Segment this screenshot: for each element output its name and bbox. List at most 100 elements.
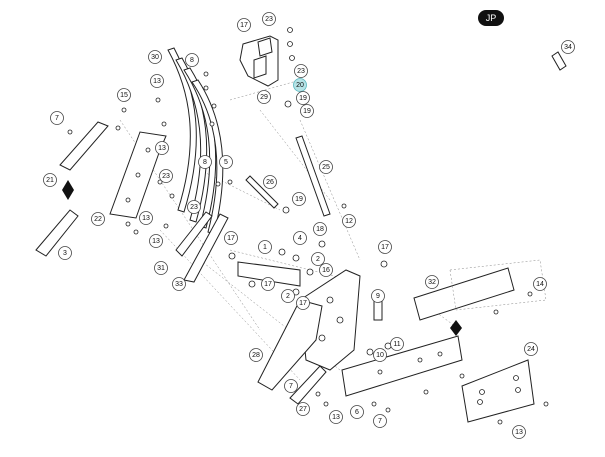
callout-circle <box>378 240 392 254</box>
callout-13[interactable]: 13 <box>149 234 163 248</box>
callout-13[interactable]: 13 <box>150 74 164 88</box>
callout-20[interactable]: 20 <box>293 78 307 92</box>
callout-34[interactable]: 34 <box>561 40 575 54</box>
callout-2[interactable]: 2 <box>311 252 325 266</box>
callout-31[interactable]: 31 <box>154 261 168 275</box>
callout-17[interactable]: 17 <box>378 240 392 254</box>
point-7 <box>59 121 109 171</box>
callout-12[interactable]: 12 <box>342 214 356 228</box>
callout-circle <box>373 348 387 362</box>
callout-25[interactable]: 25 <box>319 160 333 174</box>
callout-29[interactable]: 29 <box>257 90 271 104</box>
callout-label: 16 <box>322 267 330 274</box>
callout-label: 14 <box>536 281 544 288</box>
callout-22[interactable]: 22 <box>91 212 105 226</box>
callout-circle <box>185 53 199 67</box>
rod-25 <box>295 135 331 217</box>
callout-label: 26 <box>266 179 274 186</box>
callout-14[interactable]: 14 <box>533 277 547 291</box>
callout-13[interactable]: 13 <box>155 141 169 155</box>
callout-circle <box>512 425 526 439</box>
callout-label: 28 <box>252 352 260 359</box>
callout-7[interactable]: 7 <box>373 414 387 428</box>
callout-18[interactable]: 18 <box>313 222 327 236</box>
callout-7[interactable]: 7 <box>50 111 64 125</box>
callout-label: 23 <box>190 204 198 211</box>
callout-circle <box>43 173 57 187</box>
callout-24[interactable]: 24 <box>524 342 538 356</box>
callout-label: 13 <box>158 145 166 152</box>
callout-label: 9 <box>376 293 380 300</box>
callout-11[interactable]: 11 <box>390 337 404 351</box>
callout-label: 5 <box>224 159 228 166</box>
callout-9[interactable]: 9 <box>371 289 385 303</box>
callout-17[interactable]: 17 <box>261 277 275 291</box>
callout-23[interactable]: 23 <box>262 12 276 26</box>
region-badge[interactable]: JP <box>478 10 504 26</box>
callout-4[interactable]: 4 <box>293 231 307 245</box>
callout-8[interactable]: 8 <box>198 155 212 169</box>
top-bracket <box>239 35 279 87</box>
point-3 <box>35 209 79 257</box>
callout-23[interactable]: 23 <box>159 169 173 183</box>
callout-circle <box>155 141 169 155</box>
callout-circle <box>533 277 547 291</box>
callout-32[interactable]: 32 <box>425 275 439 289</box>
callout-7[interactable]: 7 <box>284 379 298 393</box>
callout-circle <box>311 252 325 266</box>
callout-label: 34 <box>564 44 572 51</box>
callout-8[interactable]: 8 <box>185 53 199 67</box>
callout-6[interactable]: 6 <box>350 405 364 419</box>
callout-label: 12 <box>345 218 353 225</box>
callout-5[interactable]: 5 <box>219 155 233 169</box>
long-plate-6 <box>341 335 463 397</box>
callout-13[interactable]: 13 <box>512 425 526 439</box>
callout-2[interactable]: 2 <box>281 289 295 303</box>
callout-circle <box>300 104 314 118</box>
callout-circle <box>313 222 327 236</box>
callout-19[interactable]: 19 <box>292 192 306 206</box>
callout-circle <box>293 78 307 92</box>
callout-circle <box>154 261 168 275</box>
callout-26[interactable]: 26 <box>263 175 277 189</box>
callout-label: 30 <box>151 54 159 61</box>
callout-23[interactable]: 23 <box>294 64 308 78</box>
swap-arrow <box>62 180 74 200</box>
callout-23[interactable]: 23 <box>187 200 201 214</box>
callout-27[interactable]: 27 <box>296 402 310 416</box>
callout-label: 17 <box>240 22 248 29</box>
callout-21[interactable]: 21 <box>43 173 57 187</box>
callout-13[interactable]: 13 <box>329 410 343 424</box>
callout-circle <box>258 240 272 254</box>
callout-28[interactable]: 28 <box>249 348 263 362</box>
callout-label: 13 <box>142 215 150 222</box>
callout-16[interactable]: 16 <box>319 263 333 277</box>
callout-label: 2 <box>286 293 290 300</box>
callout-17[interactable]: 17 <box>224 231 238 245</box>
pin-26 <box>245 175 279 209</box>
callout-33[interactable]: 33 <box>172 277 186 291</box>
callout-17[interactable]: 17 <box>237 18 251 32</box>
callout-circle <box>50 111 64 125</box>
callout-circle <box>293 231 307 245</box>
callout-label: 11 <box>393 341 400 348</box>
callout-13[interactable]: 13 <box>139 211 153 225</box>
callout-circle <box>149 234 163 248</box>
callout-label: 19 <box>295 196 303 203</box>
callout-label: 7 <box>55 115 59 122</box>
callout-30[interactable]: 30 <box>148 50 162 64</box>
callout-circle <box>296 402 310 416</box>
callout-19[interactable]: 19 <box>300 104 314 118</box>
callout-circle <box>281 289 295 303</box>
callout-circle <box>329 410 343 424</box>
callout-circle <box>249 348 263 362</box>
callout-1[interactable]: 1 <box>258 240 272 254</box>
callout-circle <box>159 169 173 183</box>
callout-label: 13 <box>515 429 523 436</box>
callout-10[interactable]: 10 <box>373 348 387 362</box>
callout-3[interactable]: 3 <box>58 246 72 260</box>
callout-19[interactable]: 19 <box>296 91 310 105</box>
callout-17[interactable]: 17 <box>296 296 310 310</box>
callout-15[interactable]: 15 <box>117 88 131 102</box>
